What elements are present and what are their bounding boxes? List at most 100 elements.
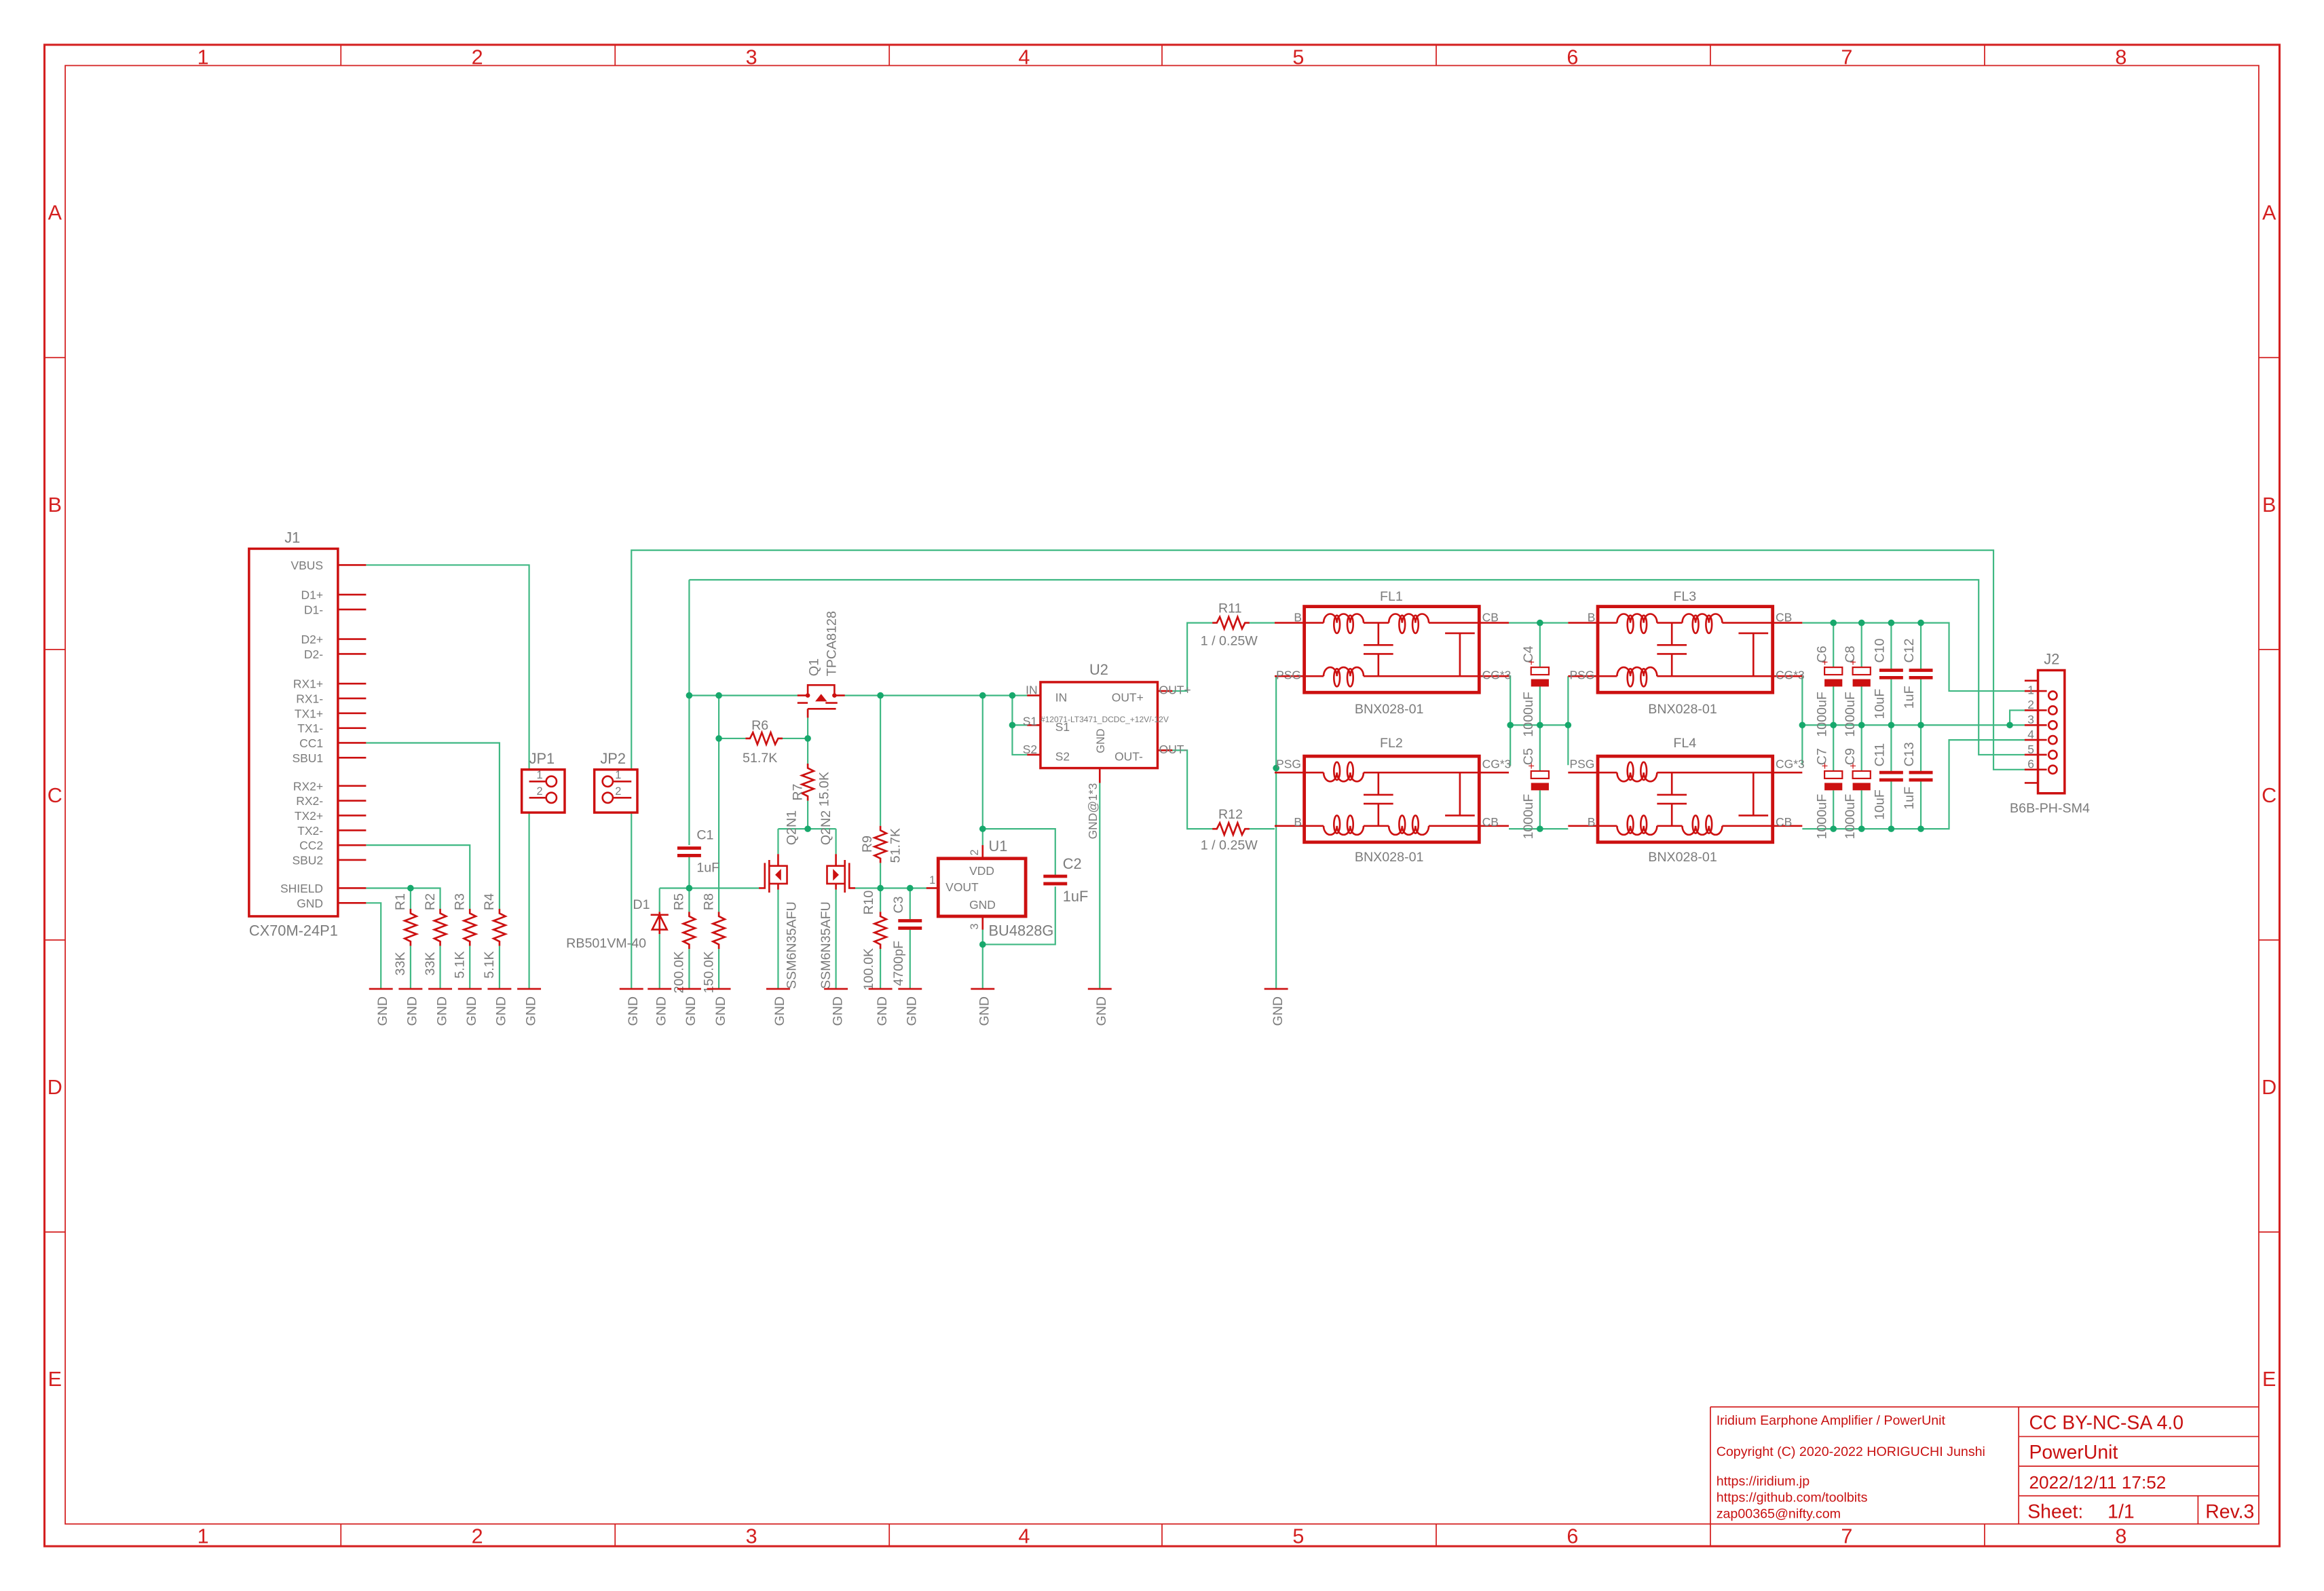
c3-value: 4700pF (891, 941, 906, 986)
r6-value: 51.7K (743, 751, 777, 766)
r9-value: 51.7K (888, 828, 903, 863)
j2-pin-num: 3 (2027, 713, 2034, 726)
resistor-r7[interactable]: R7 15.0K (790, 762, 832, 806)
gnd-symbol: GND (1263, 988, 1289, 1026)
resistor-r9[interactable]: R9 51.7K (860, 825, 903, 864)
c13-value: 1uF (1902, 787, 1917, 810)
jp2-pin-2: 2 (615, 785, 621, 798)
project-title: Iridium Earphone Amplifier / PowerUnit (1717, 1413, 1946, 1428)
ic-u1[interactable]: VDD VOUT GND 1 2 3 U1 BU4828G (926, 838, 1054, 939)
r10-value: 100.0K (861, 948, 876, 990)
resistor-r11[interactable]: R11 1 / 0.25W (1201, 601, 1258, 648)
filter-fl1[interactable]: FL1 BNX028-01 B PSG CB CG*3 (1275, 589, 1511, 717)
gnd-label: GND (683, 996, 698, 1026)
j1-pin-label: TX1- (297, 722, 323, 735)
r5-ref: R5 (672, 893, 687, 910)
capacitor-c3[interactable]: C3 4700pF (891, 896, 922, 986)
date: 2022/12/11 17:52 (2029, 1472, 2166, 1493)
filter-fl4[interactable]: FL4 BNX028-01 PSG B CG*3 CB (1568, 736, 1805, 865)
u2-ref: U2 (1089, 661, 1108, 678)
resistor-r12[interactable]: R12 1 / 0.25W (1201, 807, 1258, 853)
capacitor-c1[interactable]: C1 1uF (677, 827, 719, 875)
dcdc-module-u2[interactable]: U2 #12071-LT3471_DCDC_+12V/-12V IN S1 S2… (1023, 661, 1191, 839)
fl2-value: BNX028-01 (1355, 850, 1424, 865)
column-label: 2 (472, 1525, 483, 1548)
u1-pin-num: 1 (929, 874, 935, 886)
mosfet-q2n2[interactable]: Q2N2 SSM6N35AFU (819, 810, 855, 989)
connector-j1[interactable]: J1 CX70M-24P1 VBUS D1+ D1- D2+ D2- RX1+ … (248, 529, 367, 939)
column-label: 6 (1567, 1525, 1578, 1548)
gnd-label: GND (905, 996, 920, 1026)
jp2-ref: JP2 (600, 750, 626, 767)
fl3-value: BNX028-01 (1648, 702, 1717, 717)
title-block: Iridium Earphone Amplifier / PowerUnit C… (1710, 1406, 2259, 1524)
gnd-symbol: GND (765, 988, 791, 1026)
q1-ref: Q1 (806, 658, 821, 676)
jumper-jp2[interactable]: 1 2 JP2 (593, 750, 639, 814)
r5-value: 200.0K (672, 951, 687, 993)
fl1-value: BNX028-01 (1355, 702, 1424, 717)
c9-value: 1000uF (1843, 794, 1858, 840)
capacitors-bulk[interactable]: C4 1000uF C5 1000uF C6 1000uF C7 1000uF … (1521, 645, 1871, 839)
row-label: E (48, 1368, 62, 1391)
filter-fl3[interactable]: FL3 BNX028-01 B PSG CB CG*3 (1568, 589, 1805, 717)
column-label: 7 (1841, 1525, 1852, 1548)
fl1-pin-cb: CB (1482, 610, 1499, 624)
fl3-ref: FL3 (1673, 589, 1696, 604)
j1-pin-label: RX2- (296, 794, 323, 808)
j1-pin-label: CC1 (299, 736, 323, 750)
fl2-ref: FL2 (1380, 736, 1403, 751)
j2-pin-num: 4 (2027, 728, 2034, 741)
c5-value: 1000uF (1521, 794, 1536, 840)
q2n1-value: SSM6N35AFU (785, 901, 800, 989)
fl2-pin-psg: PSG (1276, 757, 1301, 771)
capacitor-c2[interactable]: C2 1uF (1043, 855, 1088, 905)
c6-value: 1000uF (1814, 692, 1829, 737)
fl4-pin-b: B (1588, 815, 1596, 829)
email: zap00365@nifty.com (1717, 1507, 1841, 1522)
capacitors-ceramic[interactable]: C10 10uF C11 10uF C12 1uF C13 1uF (1872, 638, 1932, 820)
jp2-pin-1: 1 (615, 769, 621, 781)
fl3-pin-cg: CG*3 (1776, 669, 1805, 682)
mosfet-q1[interactable]: Q1 TPCA8128 (797, 611, 845, 718)
gnd-label: GND (875, 996, 890, 1026)
jp1-ref: JP1 (529, 750, 555, 767)
diode-d1[interactable]: D1 RB501VM-40 (566, 897, 669, 951)
column-label: 1 (198, 1525, 209, 1548)
gnd-symbol: GND (618, 988, 645, 1026)
column-label: 2 (472, 45, 483, 69)
u1-value: BU4828G (989, 922, 1054, 939)
resistor-r6[interactable]: R6 51.7K (743, 718, 784, 766)
resistors-cc[interactable]: R1 33K R2 33K R3 5.1K R4 5.1K (393, 893, 506, 989)
q2n1-ref: Q2N1 (785, 810, 800, 845)
jp1-pin-1: 1 (536, 769, 542, 781)
q2n2-ref: Q2N2 (819, 810, 833, 845)
ground-symbols: GND GND GND GND GND GND GND GND GND GND … (368, 988, 1289, 1026)
resistor-r10[interactable]: R10 100.0K (861, 891, 888, 990)
r4-value: 5.1K (482, 951, 497, 978)
j1-pin-label: TX1+ (295, 707, 323, 720)
gnd-symbol: GND (676, 988, 702, 1026)
mosfet-q2n1[interactable]: Q2N1 SSM6N35AFU (759, 810, 800, 989)
fl4-value: BNX028-01 (1648, 850, 1717, 865)
c12-ref: C12 (1902, 639, 1917, 663)
jumper-jp1[interactable]: 1 2 JP1 (520, 750, 566, 814)
j2-pin-num: 1 (2027, 683, 2034, 696)
sheet-number: 1/1 (2107, 1501, 2134, 1523)
u2-pin-in: IN (1055, 690, 1067, 704)
r7-value: 15.0K (817, 772, 832, 806)
r2-value: 33K (423, 952, 438, 975)
filter-fl2[interactable]: FL2 BNX028-01 PSG B CG*3 CB (1275, 736, 1511, 865)
column-label: 8 (2115, 45, 2126, 69)
j1-pin-label: RX1- (296, 692, 323, 706)
gnd-label: GND (523, 996, 538, 1026)
u1-pin-num: 2 (969, 849, 981, 855)
resistor-r5-r8[interactable]: R5 200.0K R8 150.0K (672, 893, 726, 994)
connector-j2[interactable]: 1 2 3 4 5 6 J2 B6B-PH-SM4 (2010, 651, 2090, 816)
revision: Rev.3 (2205, 1501, 2254, 1523)
c3-ref: C3 (891, 896, 906, 913)
j1-ref: J1 (284, 529, 300, 546)
row-label: B (48, 493, 62, 517)
c11-ref: C11 (1872, 743, 1887, 767)
c7-value: 1000uF (1814, 794, 1829, 840)
